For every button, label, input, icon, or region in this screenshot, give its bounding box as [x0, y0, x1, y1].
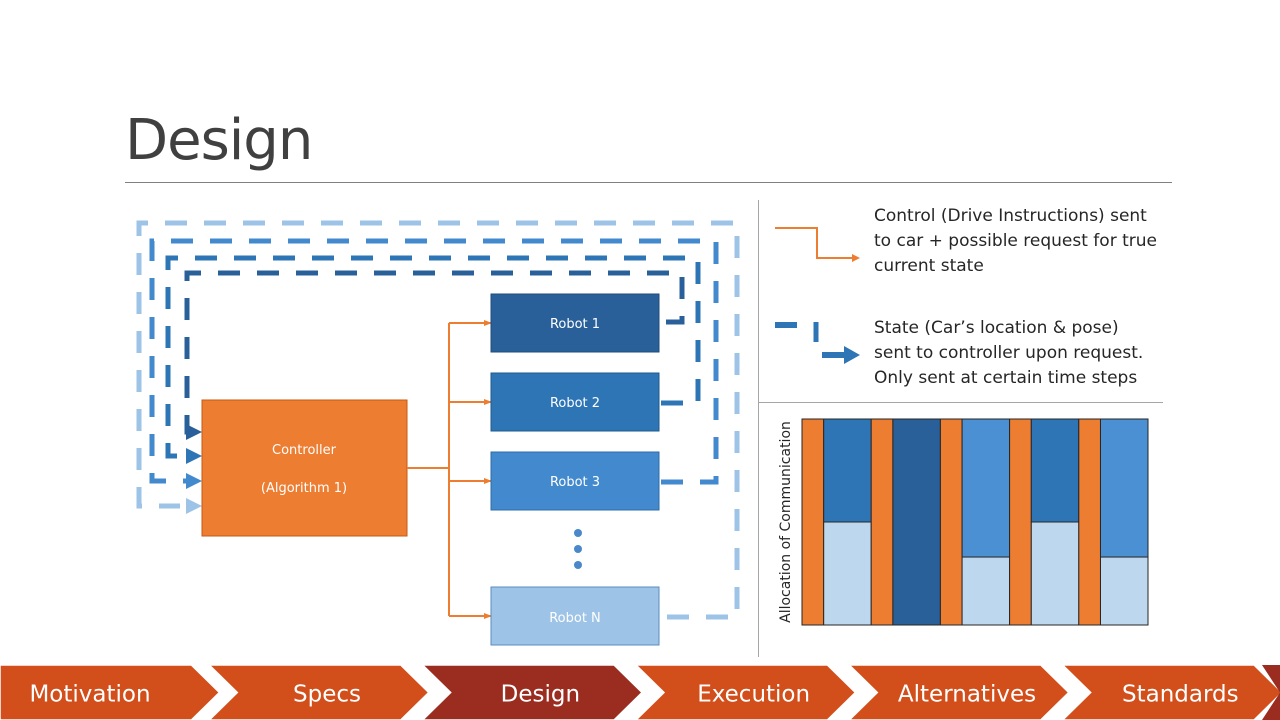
- nav-chevron[interactable]: [1060, 664, 1280, 720]
- nav-chevron[interactable]: [847, 664, 1070, 720]
- horizontal-divider: [758, 402, 1163, 403]
- dot: [574, 545, 582, 553]
- bar-segment-control: [870, 418, 894, 626]
- nav-chevron[interactable]: [207, 664, 430, 720]
- nav-overflow-edge: [1262, 665, 1280, 720]
- nav-chevron[interactable]: [0, 664, 221, 720]
- controller-sublabel: (Algorithm 1): [261, 481, 347, 496]
- state-line-robot-2: [165, 255, 701, 459]
- robot-label: Robot 3: [550, 475, 600, 490]
- arrow-head-icon: [186, 448, 202, 464]
- nav-item-specs[interactable]: Specs: [207, 664, 430, 720]
- robot-label: Robot 2: [550, 396, 600, 411]
- slide-title: Design: [125, 108, 313, 173]
- bar-segment-robot-n-light: [1099, 556, 1149, 626]
- arrow-head-icon: [186, 424, 202, 440]
- dot: [574, 561, 582, 569]
- robot-label: Robot 1: [550, 317, 600, 332]
- nav-label: Design: [501, 682, 580, 708]
- bar-segment-robot-3: [961, 418, 1011, 558]
- legend-control-text: Control (Drive Instructions) sent to car…: [874, 204, 1157, 279]
- nav-label: Standards: [1122, 682, 1239, 708]
- allocation-chart: [801, 418, 1149, 626]
- legend-state-icon: [775, 322, 860, 364]
- bar-segment-control: [801, 418, 825, 626]
- legend-control-line: Control (Drive Instructions) sent: [874, 206, 1147, 226]
- robot-node-3: Robot 3: [490, 451, 660, 511]
- nav-label: Motivation: [29, 682, 150, 708]
- nav-item-standards[interactable]: Standards: [1060, 664, 1280, 720]
- bar-segment-robot-2: [1030, 418, 1080, 523]
- ellipsis-dots-icon: [574, 529, 582, 569]
- legend-state-line: State (Car’s location & pose): [874, 318, 1119, 338]
- nav-chevron[interactable]: [420, 664, 644, 720]
- nav-item-alternatives[interactable]: Alternatives: [847, 664, 1070, 720]
- bar-segment-robot-n-light: [1030, 521, 1080, 626]
- bar-segment-robot-n-light: [823, 521, 872, 626]
- robot-node-2: Robot 2: [490, 372, 660, 432]
- bar-segment-control: [1009, 418, 1032, 626]
- vertical-divider: [758, 200, 759, 657]
- legend-control-icon: [775, 227, 860, 262]
- nav-item-design[interactable]: Design: [420, 664, 644, 720]
- state-feedback-lines: [136, 220, 740, 620]
- dot: [574, 529, 582, 537]
- bar-segment-robot-3: [1099, 418, 1149, 558]
- controller-node: Controller (Algorithm 1): [201, 399, 408, 537]
- nav-chevron[interactable]: [634, 664, 857, 720]
- bar-segment-control: [939, 418, 963, 626]
- bar-segment-control: [1078, 418, 1101, 626]
- controller-label: Controller: [272, 443, 337, 458]
- nav-item-execution[interactable]: Execution: [634, 664, 857, 720]
- robot-label: Robot N: [549, 611, 601, 626]
- nav-item-motivation[interactable]: Motivation: [0, 664, 221, 720]
- bar-segment-robot-n-light: [961, 556, 1011, 626]
- nav-label: Alternatives: [898, 682, 1036, 708]
- robot-node-n: Robot N: [490, 586, 660, 646]
- nav-label: Specs: [293, 682, 361, 708]
- bar-segment-robot-2: [823, 418, 872, 523]
- chart-y-axis-label: Allocation of Communication: [778, 421, 794, 623]
- legend-control-line: current state: [874, 256, 984, 276]
- legend-state-line: Only sent at certain time steps: [874, 368, 1138, 388]
- state-line-robot-n: [136, 220, 740, 620]
- bar-segment-robot-1: [892, 418, 941, 626]
- arrow-head-icon: [186, 473, 202, 489]
- legend-control-line: to car + possible request for true: [874, 231, 1157, 251]
- legend-state-line: sent to controller upon request.: [874, 343, 1144, 363]
- control-lines: [407, 320, 492, 619]
- section-nav-bar: Motivation Specs Design Execution Alternativ…: [0, 664, 1280, 720]
- title-divider: [125, 182, 1172, 183]
- state-line-robot-3: [149, 238, 719, 485]
- arrow-head-icon: [186, 498, 202, 514]
- legend-state-text: State (Car’s location & pose) sent to co…: [874, 316, 1143, 391]
- robot-node-1: Robot 1: [490, 293, 660, 353]
- nav-label: Execution: [697, 682, 810, 708]
